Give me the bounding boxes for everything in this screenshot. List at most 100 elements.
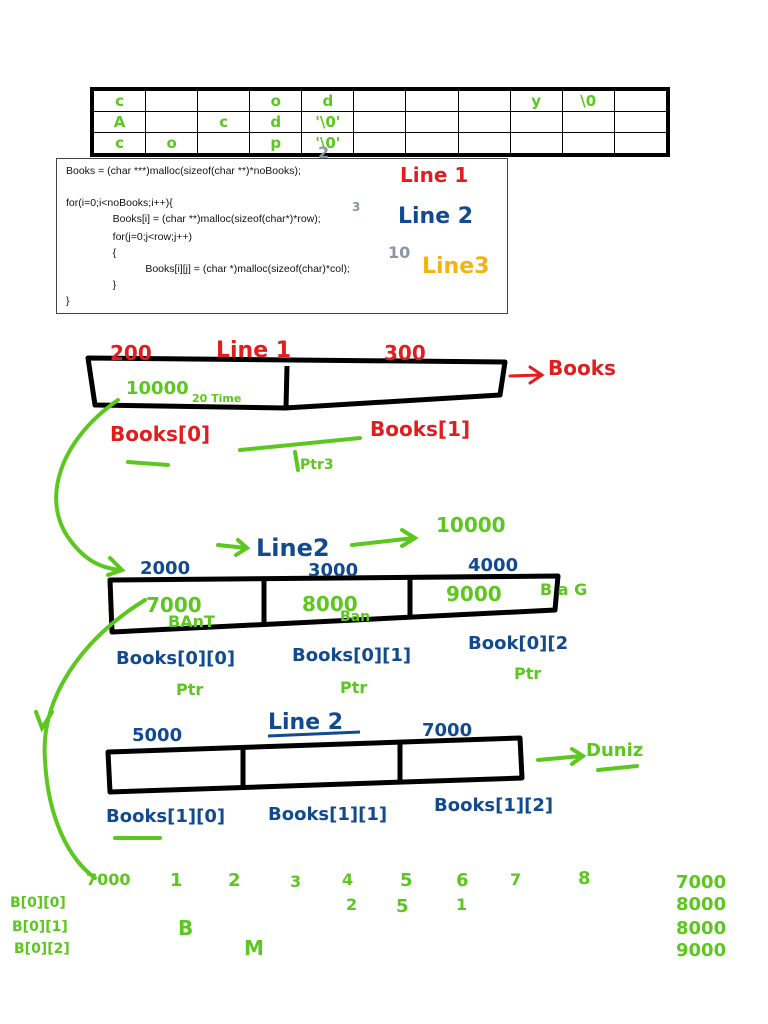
right-label-3: 9000 (676, 940, 727, 961)
code-note-3: 3 (352, 200, 361, 214)
code-line-8: } (101, 279, 117, 291)
middle-ptr0: Ptr (176, 680, 204, 699)
index2-0: 2 (346, 895, 358, 914)
grid-cell (353, 111, 407, 133)
top-addr-right: 300 (384, 341, 426, 365)
grid-cell (561, 132, 615, 154)
index-0: 7000 (86, 870, 131, 889)
ptr-tick (238, 436, 362, 452)
underline-books-top (126, 460, 170, 467)
line2-arrow-right (350, 536, 416, 547)
bottom-addr2: 7000 (422, 720, 473, 741)
middle-line-label: Line2 (256, 534, 330, 562)
code-line-5: for(j=0;j<row;j++) (101, 231, 193, 243)
grid-cell: '\0' (301, 111, 355, 133)
top-label-books1: Books[1] (370, 417, 471, 441)
grid-cell: c (197, 111, 251, 133)
grid-cell (405, 90, 459, 112)
index-5: 5 (400, 870, 413, 891)
bottom-side-note: Duniz (586, 740, 644, 761)
top-books-label: Books (548, 356, 616, 380)
line1-label: Line 1 (400, 163, 469, 187)
bottom-label0: Books[1][0] (106, 806, 226, 827)
grid-cell (405, 132, 459, 154)
grid-cell (457, 90, 511, 112)
top-ptr-label: Ptr3 (300, 457, 334, 473)
index2-2: 1 (456, 895, 468, 914)
middle-addr0: 2000 (140, 558, 191, 579)
index-1: 1 (170, 870, 183, 891)
grid-cell: y (509, 90, 563, 112)
bottom-label2: Books[1][2] (434, 795, 554, 816)
grid-cell: A (92, 111, 147, 133)
grid-cell (561, 111, 615, 133)
books-arrow (508, 365, 545, 385)
grid-cell (405, 111, 459, 133)
grid-cell: \0 (561, 90, 615, 112)
grid-cell (509, 132, 563, 154)
grid-cell (457, 111, 511, 133)
middle-arrow-value: 10000 (436, 513, 506, 537)
underline-duniz (596, 764, 639, 772)
left-label-2: B[0][2] (14, 941, 70, 957)
bottom-label1: Books[1][1] (268, 804, 388, 825)
line3-label: Line3 (422, 254, 490, 279)
top-label-books0: Books[0] (110, 422, 211, 446)
code-line-9: } (66, 295, 70, 307)
middle-under1: Ban (340, 609, 371, 625)
index-7: 7 (510, 870, 522, 889)
grid-cell: d (301, 90, 355, 112)
grid-cell: p (249, 132, 303, 154)
code-box: Books = (char ***)malloc(sizeof(char **)… (56, 158, 508, 314)
bottom-line-label: Line 2 (268, 710, 344, 735)
index-4: 4 (342, 870, 354, 889)
grid-cell: o (145, 132, 199, 154)
top-addr-left: 200 (110, 341, 152, 365)
code-note-2: 2 (318, 143, 330, 162)
grid-cell: c (92, 90, 147, 112)
right-label-0: 7000 (676, 872, 727, 893)
grid-cell (145, 90, 199, 112)
code-line-7: Books[i][j] = (char *)malloc(sizeof(char… (122, 263, 350, 275)
left-label-0: B[0][0] (10, 895, 66, 911)
code-line-3: for(i=0;i<noBooks;i++){ (66, 197, 173, 209)
grid-cell: c (92, 132, 147, 154)
middle-val2: 9000 (446, 582, 502, 606)
pointer-curve-to-index-row (42, 598, 147, 880)
line2-arrow-left (216, 543, 248, 550)
top-line-label: Line 1 (216, 338, 292, 363)
index-2: 2 (228, 870, 241, 891)
middle-label0: Books[0][0] (116, 648, 236, 669)
grid-cell (509, 111, 563, 133)
code-line-1: Books = (char ***)malloc(sizeof(char **)… (66, 165, 301, 177)
pointer-curve-to-line2 (54, 398, 122, 572)
grid-cell: '\0' (301, 132, 355, 154)
grid-cell (353, 132, 407, 154)
middle-side-note: B a G (540, 580, 588, 599)
line2-label: Line 2 (398, 204, 474, 229)
top-cell0-note: 20 Time (192, 392, 242, 405)
letter-m: M (244, 936, 264, 960)
line2b-memory-block (105, 735, 525, 795)
grid-cell (197, 132, 251, 154)
grid-cell (613, 111, 668, 133)
index-3: 3 (290, 872, 302, 891)
middle-addr2: 4000 (468, 555, 519, 576)
middle-val0: 7000 (146, 593, 202, 617)
grid-cell (613, 90, 668, 112)
line2-memory-block (107, 573, 561, 635)
grid-cell (613, 132, 668, 154)
grid-cell: d (249, 111, 303, 133)
grid-cell (197, 90, 251, 112)
grid-cell (353, 90, 407, 112)
code-note-10: 10 (388, 243, 411, 262)
middle-under0: BAnT (168, 612, 215, 631)
letter-b: B (178, 916, 194, 940)
grid-cell (457, 132, 511, 154)
top-cell0-value: 10000 (126, 378, 189, 399)
code-line-6: { (101, 247, 117, 259)
